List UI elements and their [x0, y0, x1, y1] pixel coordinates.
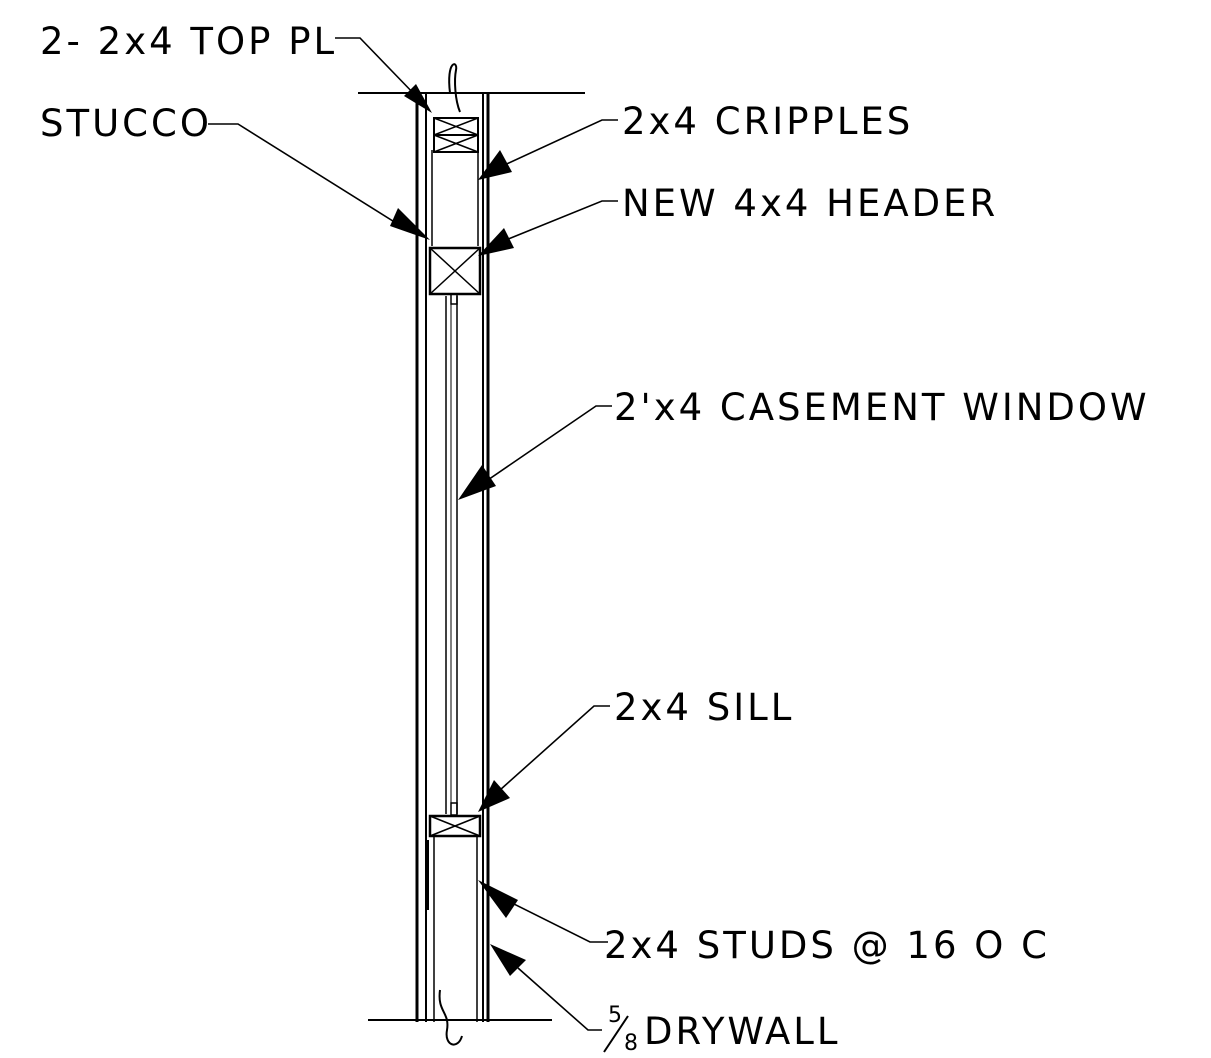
- bottom-break-line-icon: [438, 989, 463, 1046]
- stucco-label: STUCCO: [40, 102, 212, 145]
- window-leader: [481, 405, 612, 485]
- cripples-label: 2x4 CRIPPLES: [622, 100, 913, 143]
- arrowheads: [390, 84, 526, 976]
- sill-arrowhead-icon: [478, 780, 510, 812]
- studs-leader: [497, 895, 608, 943]
- window-arrowhead-icon: [458, 465, 496, 500]
- drywall-fraction-slash: [603, 1015, 629, 1053]
- cripples-leader: [497, 119, 618, 169]
- header-label: NEW 4x4 HEADER: [622, 182, 998, 225]
- sill-lumber: [428, 814, 482, 838]
- header-arrowhead-icon: [478, 228, 514, 256]
- drywall-label: DRYWALL: [644, 1010, 841, 1053]
- studs-label: 2x4 STUDS @ 16 O C: [604, 924, 1050, 967]
- casement-window: [445, 293, 458, 816]
- top-plate-label: 2- 2x4 TOP PL: [40, 20, 337, 63]
- cripples-arrowhead-icon: [478, 150, 512, 180]
- studs-arrowhead-icon: [478, 880, 518, 918]
- top-plate-leader: [335, 37, 419, 99]
- stucco-arrowhead-icon: [390, 208, 430, 240]
- labels: 2- 2x4 TOP PL STUCCO 2x4 CRIPPLES NEW 4x…: [40, 20, 1150, 1056]
- wall-assembly: [358, 63, 585, 1046]
- sill-label: 2x4 SILL: [614, 686, 794, 729]
- top-plate-lumber: [433, 117, 479, 153]
- drywall-leader: [517, 967, 602, 1031]
- drywall-label-group: 5 8 DRYWALL: [603, 1003, 841, 1056]
- drywall-arrowhead-icon: [490, 944, 526, 976]
- leader-lines: [208, 37, 618, 1031]
- stucco-leader: [208, 123, 405, 229]
- header-lumber: [428, 246, 482, 296]
- header-leader: [495, 200, 618, 245]
- sill-leader: [499, 705, 610, 791]
- drywall-fraction-denominator: 8: [624, 1031, 640, 1056]
- drywall-fraction-numerator: 5: [608, 1003, 624, 1028]
- top-plate-arrowhead-icon: [404, 84, 432, 113]
- window-label: 2'x4 CASEMENT WINDOW: [614, 386, 1150, 429]
- top-break-line-icon: [448, 63, 461, 113]
